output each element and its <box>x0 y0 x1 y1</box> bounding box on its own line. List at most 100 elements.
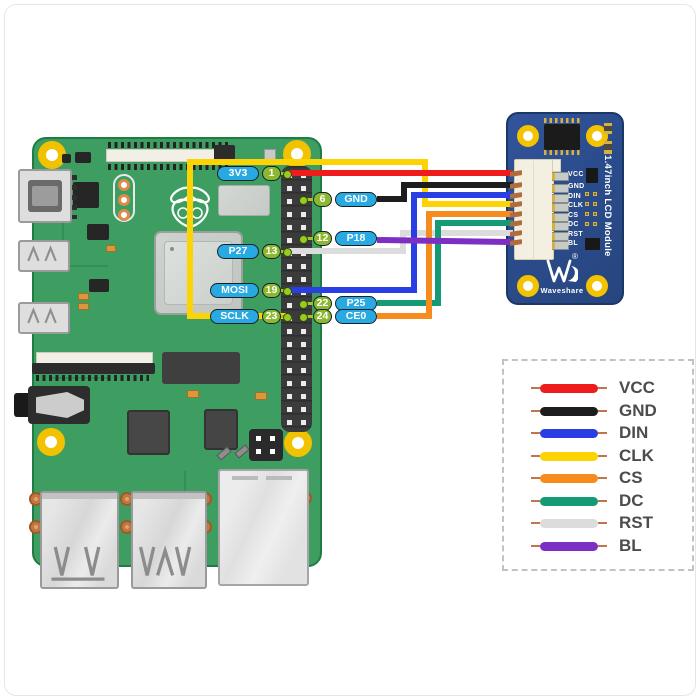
wire-tip <box>531 410 540 412</box>
pin-number-label: 19 <box>262 282 281 298</box>
pin-marker-dot <box>298 195 308 205</box>
via <box>585 202 589 206</box>
smd-component <box>62 154 71 163</box>
wire-tip <box>531 455 540 457</box>
legend-row: VCC <box>531 378 655 398</box>
mounting-hole <box>517 275 539 297</box>
passive-component <box>78 303 89 310</box>
pin-number-label: 13 <box>262 243 281 259</box>
lcd-pin-label: DIN <box>568 193 581 200</box>
copper-pad <box>29 520 43 534</box>
jst-pin <box>510 181 522 189</box>
passive-component <box>604 123 612 134</box>
component-outline <box>113 174 135 222</box>
audio-jack <box>28 386 90 424</box>
wire-dc <box>377 220 513 306</box>
mounting-hole <box>517 125 539 147</box>
module-name-text: 1.47inch LCD Module <box>602 155 613 257</box>
lcd-pin-label: RST <box>568 231 583 238</box>
legend-row: BL <box>531 536 642 556</box>
solder-pad <box>552 240 569 250</box>
through-hole <box>118 179 130 191</box>
driver-chip <box>544 124 580 150</box>
hdmi-inner <box>32 186 58 206</box>
smd-chip <box>162 352 240 384</box>
pin-number-label: 6 <box>313 191 332 207</box>
lcd-pin-label: BL <box>568 240 578 247</box>
legend-label: GND <box>619 401 657 420</box>
wire-tip <box>531 522 540 524</box>
ethernet-slot <box>266 476 292 480</box>
display-connector-pins <box>108 164 230 170</box>
pin-marker-dot <box>282 169 292 179</box>
pin-number-label: 24 <box>313 308 332 324</box>
via <box>593 202 597 206</box>
pin-marker-dot <box>282 312 292 322</box>
passive-component <box>255 392 267 400</box>
hdmi-port <box>18 169 72 223</box>
mounting-hole <box>37 428 65 456</box>
passive-component <box>604 141 612 154</box>
camera-connector-pins <box>36 375 149 381</box>
wire-tip <box>531 545 540 547</box>
passive-component <box>187 390 199 398</box>
pin-number-label: 12 <box>313 230 332 246</box>
wire-tip <box>598 410 607 412</box>
legend-row: CS <box>531 468 643 488</box>
ethernet-slot <box>232 476 258 480</box>
legend-row: DC <box>531 491 644 511</box>
solder-pad <box>552 212 569 222</box>
ethernet-port <box>218 469 309 586</box>
usb-port-glyph <box>27 307 57 324</box>
pin-number-label: 1 <box>262 165 281 181</box>
gpio-label-row: 12 P18 <box>313 230 377 246</box>
wire-tip <box>598 545 607 547</box>
gpio-label-row: P27 13 <box>205 243 281 259</box>
through-hole <box>118 194 130 206</box>
mounting-hole <box>283 140 311 168</box>
raspberry-logo <box>169 186 211 229</box>
solder-pad <box>552 221 569 231</box>
signal-label: MOSI <box>210 282 259 298</box>
pcb-trace <box>62 197 64 267</box>
gpio-label-row: MOSI 19 <box>205 282 281 298</box>
pin-marker-dot <box>298 234 308 244</box>
wire-tip <box>531 500 540 502</box>
solder-pad <box>552 193 569 203</box>
camera-connector <box>32 363 155 374</box>
usb-a-port <box>40 491 119 589</box>
poe-pin <box>256 449 261 454</box>
gpio-header <box>281 166 312 432</box>
wire-tip <box>598 477 607 479</box>
usb-lip <box>42 493 117 499</box>
wire-bl <box>376 237 514 245</box>
legend-label: CLK <box>619 446 654 465</box>
legend-swatch <box>540 428 598 438</box>
pin1-dot <box>170 247 174 251</box>
wire-cs <box>377 211 513 319</box>
pin-marker-dot <box>298 312 308 322</box>
copper-pad <box>120 520 134 534</box>
display-connector-pins <box>108 142 230 148</box>
solder-pad <box>552 183 569 193</box>
via <box>585 212 589 216</box>
copper-pad <box>120 492 134 506</box>
legend-swatch <box>540 406 598 416</box>
registered-mark: ® <box>572 252 578 261</box>
smd-component <box>264 149 276 161</box>
signal-label: GND <box>335 191 377 207</box>
legend-label: CS <box>619 468 643 487</box>
via <box>585 222 589 226</box>
signal-label: 3V3 <box>217 165 259 181</box>
mounting-hole <box>586 125 608 147</box>
via <box>593 212 597 216</box>
connector-tab <box>552 159 561 172</box>
sot-chip <box>586 168 598 183</box>
legend-swatch <box>540 383 598 393</box>
mounting-hole <box>586 275 608 297</box>
legend-label: VCC <box>619 378 655 397</box>
gpio-pin-column-odd <box>286 172 292 432</box>
display-connector-latch <box>214 145 235 163</box>
waveshare-logo-icon <box>546 259 578 283</box>
legend-label: RST <box>619 513 653 532</box>
